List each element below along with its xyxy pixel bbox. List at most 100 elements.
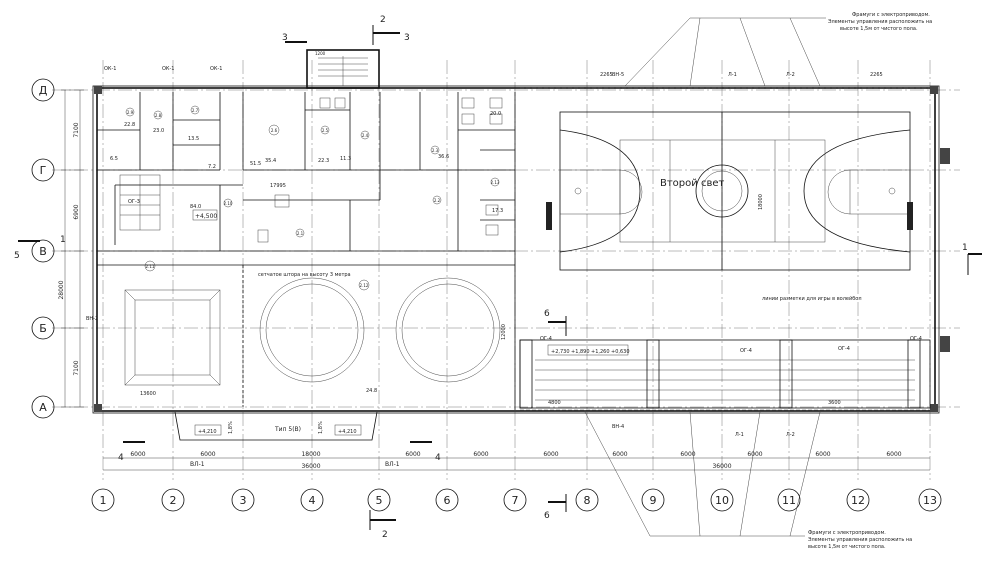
svg-text:6000: 6000	[815, 451, 830, 458]
svg-text:24.8: 24.8	[366, 388, 377, 394]
opening-labels: ОК-1 ОК-1 ОК-1 2265 2265 ВН-5 Л-1 Л-2 ВН…	[86, 66, 883, 438]
svg-text:ОК-1: ОК-1	[210, 66, 222, 72]
svg-text:20.0: 20.0	[490, 111, 501, 117]
top-stairwell: 1200	[306, 49, 380, 89]
svg-text:6000: 6000	[130, 451, 145, 458]
svg-text:2265: 2265	[870, 72, 883, 78]
svg-text:ВН-2: ВН-2	[86, 316, 98, 322]
sanitary-fixtures	[257, 97, 503, 243]
net-note: сетчатое штора на высоту 3 метра	[258, 272, 351, 278]
svg-text:2.12: 2.12	[360, 283, 369, 288]
svg-text:17.3: 17.3	[492, 208, 503, 214]
axis-label: Д	[39, 84, 48, 97]
svg-text:2.8: 2.8	[155, 113, 162, 118]
axis-label: 13	[923, 494, 937, 507]
svg-text:17995: 17995	[270, 183, 286, 189]
svg-text:2.7: 2.7	[192, 108, 199, 113]
svg-text:6000: 6000	[200, 451, 215, 458]
interior-walls	[97, 92, 516, 410]
axis-label: 1	[100, 494, 107, 507]
tribune: +2,730 +1,890 +1,260 +0,630 ОГ-4 ОГ-4 ОГ…	[519, 336, 931, 409]
svg-text:+4,500: +4,500	[195, 213, 217, 220]
axis-label: 11	[782, 494, 796, 507]
svg-text:6900: 6900	[73, 204, 80, 219]
svg-text:6: 6	[544, 511, 550, 521]
axis-label: 4	[309, 494, 316, 507]
svg-text:1,8%: 1,8%	[228, 421, 234, 434]
svg-text:4: 4	[118, 453, 124, 463]
svg-text:Фрамуги с электроприводом.: Фрамуги с электроприводом.	[808, 530, 886, 536]
svg-text:5: 5	[14, 251, 20, 261]
exterior-walls	[92, 85, 940, 414]
svg-text:4800: 4800	[548, 400, 561, 406]
svg-text:+4,210: +4,210	[198, 429, 217, 435]
svg-text:2.2: 2.2	[434, 198, 441, 203]
svg-text:23.0: 23.0	[153, 128, 164, 134]
svg-text:2.13: 2.13	[491, 180, 500, 185]
svg-text:12000: 12000	[501, 324, 507, 340]
svg-text:6000: 6000	[612, 451, 627, 458]
svg-text:2: 2	[382, 530, 388, 540]
svg-text:ОГ-3: ОГ-3	[128, 199, 140, 205]
svg-text:6000: 6000	[747, 451, 762, 458]
svg-text:ВН-5: ВН-5	[612, 72, 624, 78]
svg-text:высоте 1,5м от чистого пола.: высоте 1,5м от чистого пола.	[840, 26, 918, 32]
porch-type: Тип 5(В)	[274, 426, 301, 433]
svg-text:1: 1	[60, 235, 66, 245]
svg-text:2.6: 2.6	[271, 128, 278, 133]
svg-text:Л-2: Л-2	[786, 432, 795, 438]
svg-text:ОГ-4: ОГ-4	[540, 336, 552, 342]
svg-text:+4,210: +4,210	[338, 429, 357, 435]
svg-text:36000: 36000	[712, 463, 731, 470]
svg-text:ВН-4: ВН-4	[612, 424, 624, 430]
svg-text:2.3: 2.3	[432, 148, 439, 153]
svg-text:6000: 6000	[405, 451, 420, 458]
svg-text:11.3: 11.3	[340, 156, 351, 162]
svg-text:18000: 18000	[758, 194, 764, 210]
svg-text:35.4: 35.4	[265, 158, 276, 164]
svg-text:высоте 1,5м от чистого пола.: высоте 1,5м от чистого пола.	[808, 544, 886, 550]
sports-court: Второй свет линии разметки для игры в во…	[546, 111, 913, 302]
svg-text:+1,890: +1,890	[571, 349, 590, 355]
axis-label: А	[39, 401, 47, 414]
svg-text:18000: 18000	[301, 451, 320, 458]
svg-text:6.5: 6.5	[110, 156, 118, 162]
svg-text:3: 3	[282, 33, 288, 43]
axis-label: 8	[584, 494, 591, 507]
svg-text:Фрамуги с электроприводом.: Фрамуги с электроприводом.	[852, 12, 930, 18]
svg-text:13600: 13600	[140, 391, 156, 397]
axis-label: 2	[170, 494, 177, 507]
svg-text:51.5: 51.5	[250, 161, 261, 167]
svg-text:1200: 1200	[315, 51, 326, 56]
svg-text:2.5: 2.5	[322, 128, 329, 133]
svg-text:36000: 36000	[301, 463, 320, 470]
svg-text:ОГ-4: ОГ-4	[838, 346, 850, 352]
svg-text:2.4: 2.4	[362, 133, 369, 138]
svg-text:6000: 6000	[886, 451, 901, 458]
axis-label: 10	[715, 494, 729, 507]
svg-text:3600: 3600	[828, 400, 841, 406]
svg-text:2265: 2265	[600, 72, 613, 78]
svg-text:13.5: 13.5	[188, 136, 199, 142]
svg-text:ОК-1: ОК-1	[104, 66, 116, 72]
lower-left-hall: сетчатое штора на высоту 3 метра 13600 2…	[97, 264, 515, 407]
svg-text:ОК-1: ОК-1	[162, 66, 174, 72]
svg-text:1: 1	[962, 243, 968, 253]
svg-text:28000: 28000	[58, 280, 65, 299]
axis-label: 6	[444, 494, 451, 507]
svg-text:6000: 6000	[473, 451, 488, 458]
row-axis-markers: Д Г В Б А	[31, 78, 55, 419]
exit-blocks	[940, 148, 950, 352]
svg-text:2.11: 2.11	[146, 264, 155, 269]
svg-text:Л-2: Л-2	[786, 72, 795, 78]
svg-text:ВЛ-1: ВЛ-1	[190, 461, 205, 468]
svg-text:2.9: 2.9	[127, 110, 134, 115]
entrance-porch: +4,210 +4,210 Тип 5(В) 1,8% 1,8% ВЛ-1 ВЛ…	[174, 411, 400, 468]
svg-text:6000: 6000	[680, 451, 695, 458]
svg-text:2.10: 2.10	[224, 201, 233, 206]
svg-text:36.6: 36.6	[438, 154, 449, 160]
axis-label: 12	[851, 494, 865, 507]
svg-text:Элементы управления расположит: Элементы управления расположить на	[828, 19, 932, 25]
svg-text:ОГ-4: ОГ-4	[910, 336, 922, 342]
